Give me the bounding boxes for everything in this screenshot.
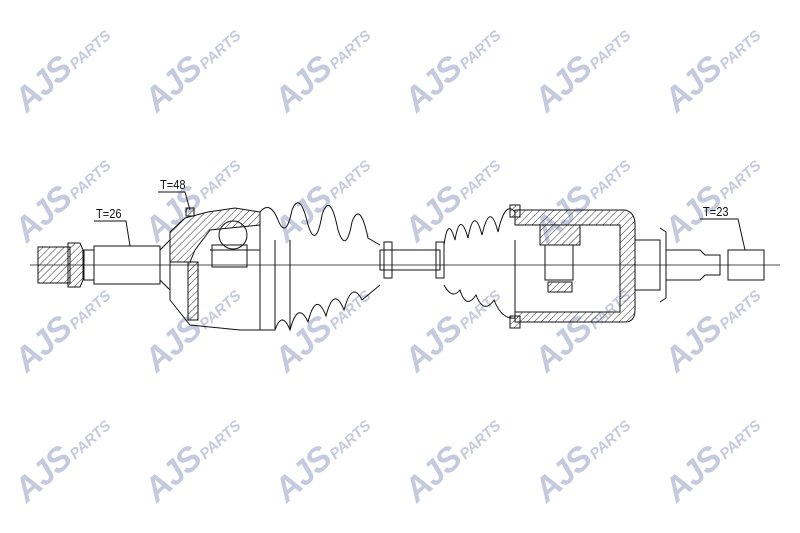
inner-boot xyxy=(443,208,516,246)
left-spline-shaft xyxy=(93,245,161,285)
label-t26: T=26 xyxy=(96,206,122,221)
right-flange xyxy=(634,239,661,291)
intermediate-shaft xyxy=(379,249,441,271)
label-t48: T=48 xyxy=(160,177,186,192)
left-stub-nut xyxy=(37,242,95,288)
outer-boot xyxy=(259,202,381,246)
leader-t23 xyxy=(700,218,746,251)
leader-t48 xyxy=(158,191,191,211)
abs-ring xyxy=(187,261,199,321)
right-spline xyxy=(727,249,765,281)
label-t23: T=23 xyxy=(703,204,729,219)
leader-t26 xyxy=(94,220,131,247)
